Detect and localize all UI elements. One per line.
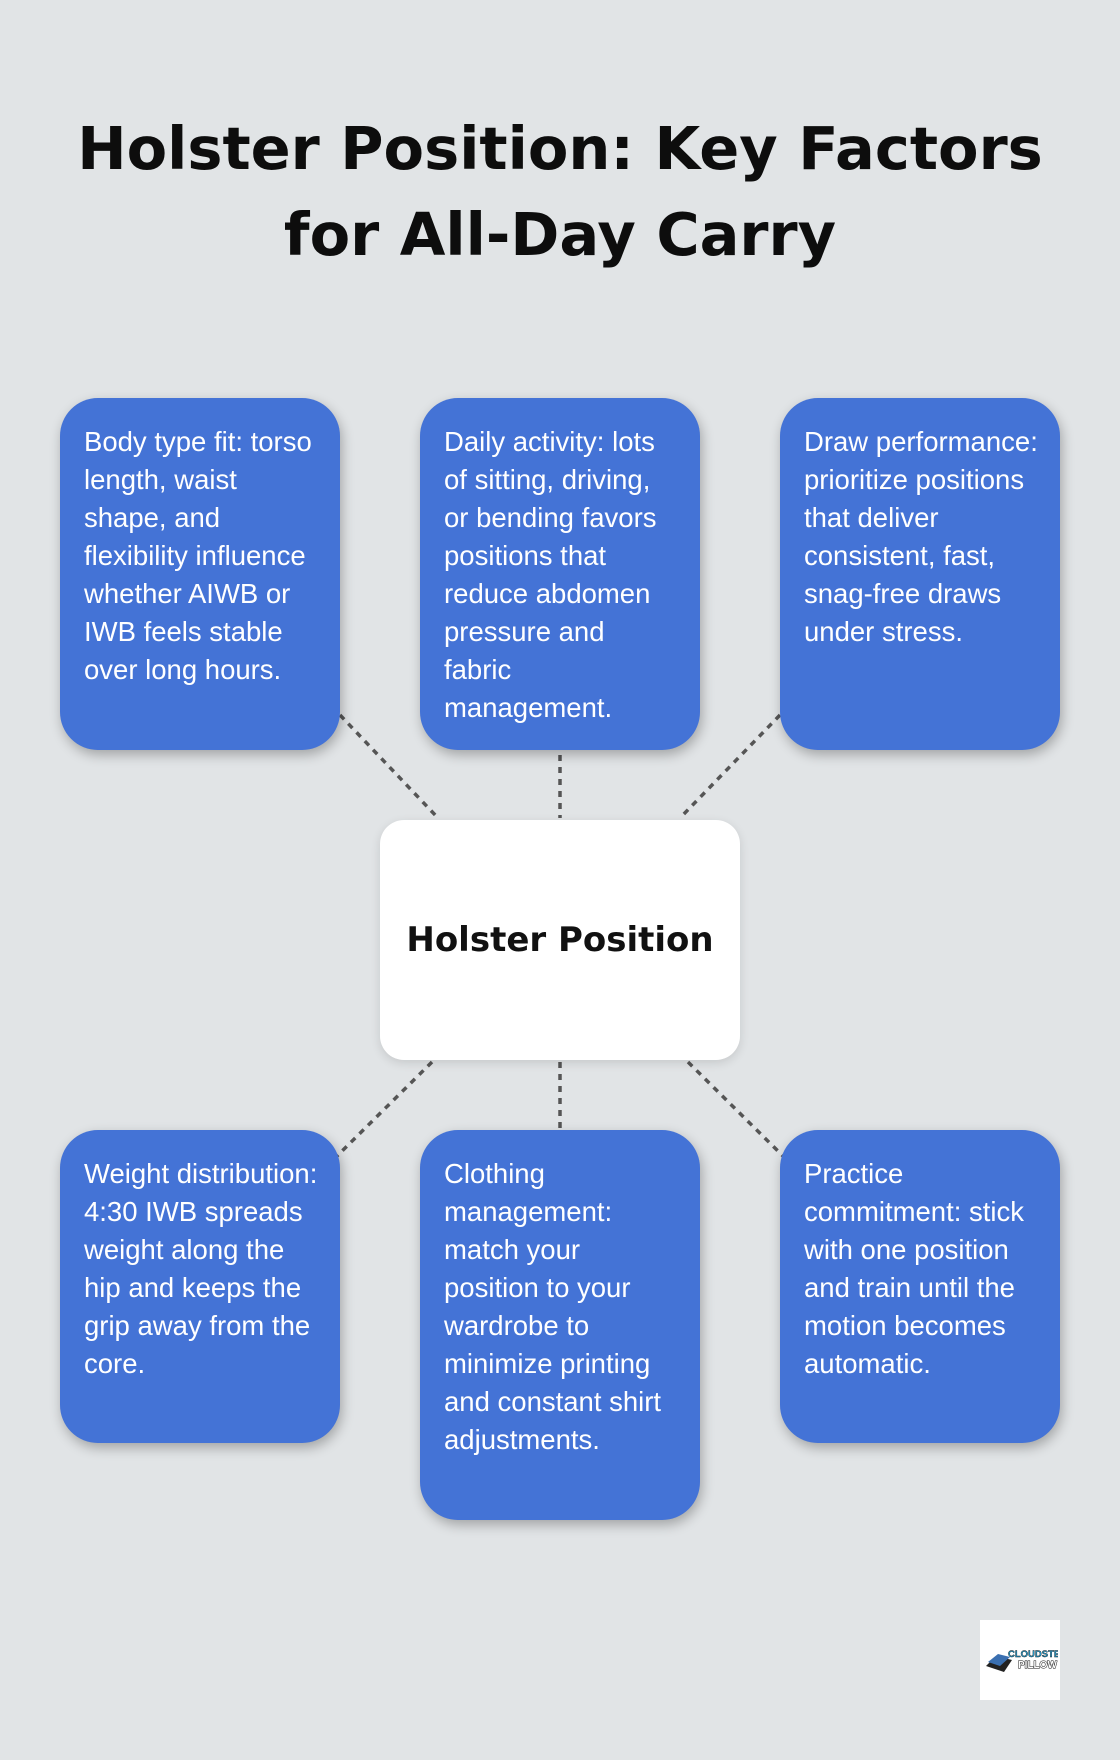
factor-text: Clothing management: match your position… <box>444 1158 662 1455</box>
brand-logo: CLOUDSTER PILLOW <box>980 1620 1060 1700</box>
svg-text:PILLOW: PILLOW <box>1018 1660 1057 1671</box>
connector-bottom-right <box>686 1060 787 1160</box>
connector-top-left <box>338 713 440 820</box>
page-title: Holster Position: Key Factors for All-Da… <box>60 106 1060 278</box>
factor-text: Practice commitment: stick with one posi… <box>804 1158 1025 1379</box>
factor-card-clothing-management: Clothing management: match your position… <box>420 1130 700 1520</box>
factor-card-body-type: Body type fit: torso length, waist shape… <box>60 398 340 750</box>
title-line-1: Holster Position: Key Factors <box>77 114 1043 183</box>
svg-text:CLOUDSTER: CLOUDSTER <box>1008 1649 1058 1660</box>
factor-card-weight-distribution: Weight distribution: 4:30 IWB spreads we… <box>60 1130 340 1443</box>
factor-text: Draw performance: prioritize positions t… <box>804 426 1038 647</box>
title-line-2: for All-Day Carry <box>283 200 837 269</box>
central-node: Holster Position <box>380 820 740 1060</box>
central-node-label: Holster Position <box>406 920 714 960</box>
connector-bottom-left <box>333 1060 434 1160</box>
factor-text: Body type fit: torso length, waist shape… <box>84 426 312 685</box>
factor-card-draw-performance: Draw performance: prioritize positions t… <box>780 398 1060 750</box>
factor-card-practice-commitment: Practice commitment: stick with one posi… <box>780 1130 1060 1443</box>
pillow-logo-icon: CLOUDSTER PILLOW <box>986 1649 1058 1672</box>
factor-card-daily-activity: Daily activity: lots of sitting, driving… <box>420 398 700 750</box>
factor-text: Daily activity: lots of sitting, driving… <box>444 426 657 723</box>
factor-text: Weight distribution: 4:30 IWB spreads we… <box>84 1158 318 1379</box>
